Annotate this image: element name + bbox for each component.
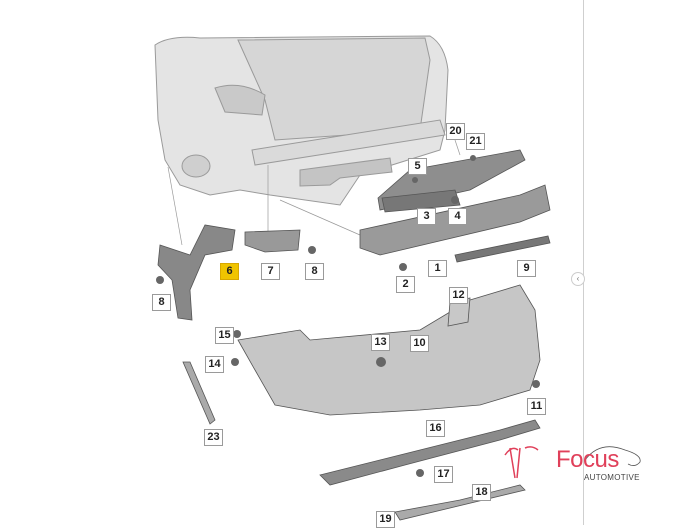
part-label: 5	[408, 158, 427, 175]
part-9	[454, 235, 551, 263]
part-label: 20	[446, 123, 465, 140]
part-7	[244, 229, 301, 253]
logo-subtitle: AUTOMOTIVE	[584, 473, 640, 482]
panel-divider[interactable]	[583, 0, 584, 525]
part-label: 23	[204, 429, 223, 446]
part-6-bracket	[157, 224, 236, 321]
part-3	[381, 189, 461, 213]
logo-graphic	[504, 446, 641, 479]
part-label: 18	[472, 484, 491, 501]
part-label-highlighted[interactable]: 6	[220, 263, 239, 280]
part-label: 7	[261, 263, 280, 280]
part-19	[394, 484, 526, 521]
part-label: 4	[448, 208, 467, 225]
part-label: 21	[466, 133, 485, 150]
part-label: 8	[152, 294, 171, 311]
part-label: 15	[215, 327, 234, 344]
part-label: 10	[410, 335, 429, 352]
fasteners	[156, 155, 540, 477]
part-label: 19	[376, 511, 395, 528]
part-label: 16	[426, 420, 445, 437]
part-label: 1	[428, 260, 447, 277]
car-body-rear	[154, 35, 449, 206]
part-label: 3	[417, 208, 436, 225]
part-label: 11	[527, 398, 546, 415]
part-16	[319, 419, 541, 486]
part-label: 17	[434, 466, 453, 483]
chevron-left-icon[interactable]: ‹	[571, 272, 585, 286]
leader-lines	[167, 139, 461, 246]
logo-name: Focus	[556, 446, 619, 473]
part-label: 13	[371, 334, 390, 351]
part-label: 12	[449, 287, 468, 304]
part-label: 14	[205, 356, 224, 373]
part-label: 9	[517, 260, 536, 277]
part-23	[182, 361, 216, 425]
part-label: 8	[305, 263, 324, 280]
part-label: 2	[396, 276, 415, 293]
